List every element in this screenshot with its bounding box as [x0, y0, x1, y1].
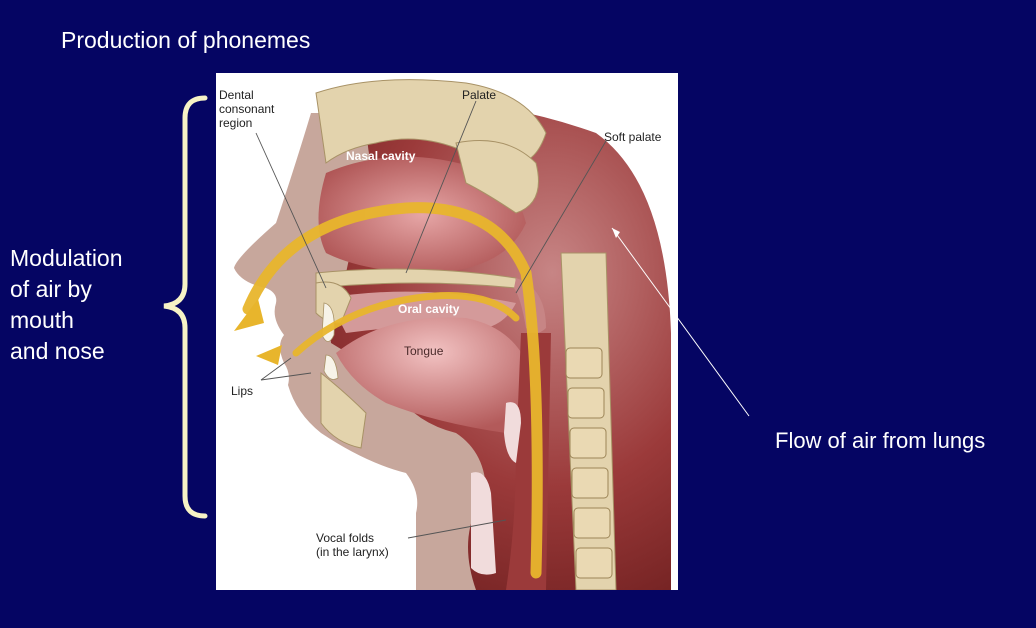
- palate-label: Palate: [462, 88, 497, 102]
- oral-airflow: [292, 292, 520, 357]
- oral-cavity-label: Oral cavity: [398, 302, 460, 316]
- sinus-bone: [455, 140, 539, 214]
- vocal-tract-figure: Dental consonant region Palate Soft pala…: [216, 73, 678, 590]
- lips-label: Lips: [231, 384, 254, 398]
- dental-label: Dental consonant region: [219, 88, 274, 130]
- nasal-arrowhead: [234, 299, 264, 331]
- face-profile: [234, 113, 486, 590]
- soft-palate-label: Soft palate: [604, 130, 662, 144]
- nasal-airflow: [242, 202, 543, 579]
- modulation-label-line-3: mouth: [10, 307, 74, 333]
- flow-label: Flow of air from lungs: [775, 428, 986, 453]
- nasal-cavity-label: Nasal cavity: [346, 149, 416, 163]
- vertebrae: [565, 347, 613, 579]
- airflow-arrowheads: [234, 299, 282, 365]
- tongue-label: Tongue: [404, 344, 444, 358]
- dental-label-line-3: region: [219, 116, 253, 130]
- oral-arrowhead: [256, 345, 282, 365]
- curly-brace-icon: [163, 95, 208, 519]
- slide-title: Production of phonemes: [61, 27, 311, 53]
- airflow-arrows: [242, 202, 543, 579]
- modulation-label: Modulation of air by mouth and nose: [10, 243, 123, 367]
- spine-column: [560, 252, 617, 590]
- tongue: [336, 317, 531, 433]
- dental-label-line-2: consonant: [219, 102, 275, 116]
- dental-label-line-1: Dental: [219, 88, 254, 102]
- vocal-tract-illustration: [234, 79, 671, 590]
- vocal-folds-label-line-1: Vocal folds: [316, 531, 375, 545]
- label-pointer-lines: [255, 100, 607, 539]
- jaw-bone: [320, 371, 367, 449]
- vocal-folds-label-line-2: (in the larynx): [316, 545, 389, 559]
- vocal-folds-label: Vocal folds (in the larynx): [316, 531, 389, 559]
- modulation-label-line-1: Modulation: [10, 245, 123, 271]
- larynx-cartilage: [471, 472, 496, 575]
- lower-tooth: [323, 354, 339, 380]
- epiglottis: [504, 402, 521, 463]
- modulation-label-line-4: and nose: [10, 338, 105, 364]
- modulation-label-line-2: of air by: [10, 276, 92, 302]
